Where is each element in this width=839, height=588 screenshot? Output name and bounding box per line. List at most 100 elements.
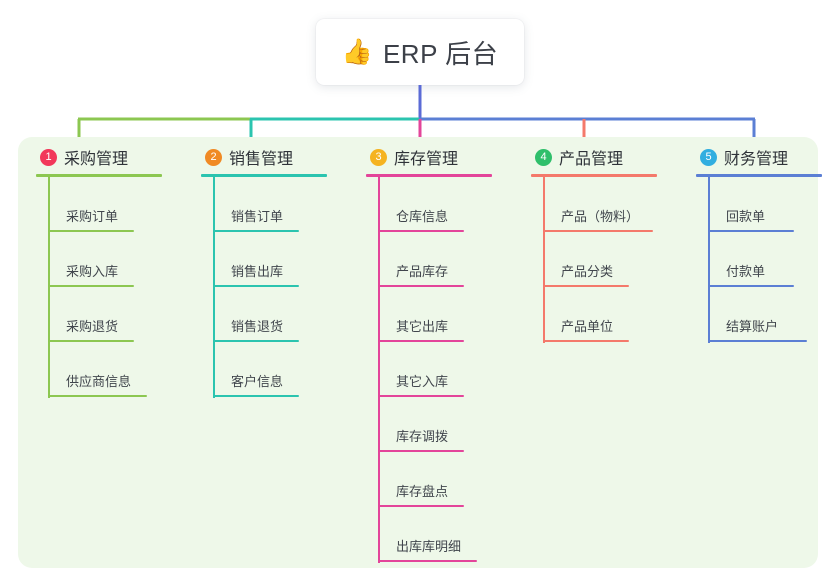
leaf-item[interactable]: 库存盘点 xyxy=(366,452,531,507)
leaf-underline xyxy=(708,285,794,287)
leaf-list-5: 回款单 付款单 结算账户 xyxy=(696,177,839,343)
leaf-label: 库存盘点 xyxy=(396,484,449,499)
branch-underline-5 xyxy=(696,174,822,177)
branch-title-4: 产品管理 xyxy=(559,151,624,168)
leaf-label: 付款单 xyxy=(726,264,766,279)
leaf-item[interactable]: 产品分类 xyxy=(531,232,696,287)
leaf-underline xyxy=(378,450,464,452)
leaf-label: 回款单 xyxy=(726,209,766,224)
branch-underline-4 xyxy=(531,174,657,177)
leaf-item[interactable]: 回款单 xyxy=(696,177,839,232)
leaf-spine-1 xyxy=(48,177,50,398)
branch-title-1: 采购管理 xyxy=(64,151,129,168)
leaf-label: 其它入库 xyxy=(396,374,449,389)
leaf-item[interactable]: 付款单 xyxy=(696,232,839,287)
branch-header-5[interactable]: 5 财务管理 xyxy=(696,137,839,177)
leaf-label: 产品单位 xyxy=(561,319,614,334)
leaf-underline xyxy=(213,340,299,342)
branch-title-2: 销售管理 xyxy=(229,151,294,168)
leaf-label: 仓库信息 xyxy=(396,209,449,224)
leaf-underline xyxy=(213,395,299,397)
leaf-label: 产品（物料） xyxy=(561,209,640,224)
branch-column-5: 5 财务管理 回款单 付款单 结算账户 xyxy=(696,137,839,343)
leaf-underline xyxy=(213,285,299,287)
leaf-underline xyxy=(378,395,464,397)
leaf-underline xyxy=(378,285,464,287)
leaf-label: 采购退货 xyxy=(66,319,119,334)
branch-header-4[interactable]: 4 产品管理 xyxy=(531,137,696,177)
leaf-underline xyxy=(48,395,147,397)
branch-underline-2 xyxy=(201,174,327,177)
leaf-label: 产品库存 xyxy=(396,264,449,279)
branch-column-2: 2 销售管理 销售订单 销售出库 销售退货 客户 xyxy=(201,137,366,398)
branch-badge-4: 4 xyxy=(535,148,552,166)
leaf-item[interactable]: 销售订单 xyxy=(201,177,366,232)
branch-title-3: 库存管理 xyxy=(394,151,459,168)
leaf-item[interactable]: 其它出库 xyxy=(366,287,531,342)
leaf-list-3: 仓库信息 产品库存 其它出库 其它入库 库存调拨 xyxy=(366,177,531,563)
leaf-item[interactable]: 采购退货 xyxy=(36,287,201,342)
leaf-underline xyxy=(378,340,464,342)
leaf-underline xyxy=(378,505,464,507)
leaf-spine-5 xyxy=(708,177,710,343)
leaf-item[interactable]: 出库库明细 xyxy=(366,507,531,562)
leaf-underline xyxy=(543,285,629,287)
leaf-item[interactable]: 产品单位 xyxy=(531,287,696,342)
leaf-underline xyxy=(378,560,477,562)
leaf-item[interactable]: 销售退货 xyxy=(201,287,366,342)
leaf-item[interactable]: 仓库信息 xyxy=(366,177,531,232)
branch-panel-background xyxy=(18,137,818,568)
leaf-item[interactable]: 供应商信息 xyxy=(36,342,201,397)
leaf-item[interactable]: 客户信息 xyxy=(201,342,366,397)
leaf-label: 销售订单 xyxy=(231,209,284,224)
root-node[interactable]: 👍 ERP 后台 xyxy=(316,19,524,85)
leaf-item[interactable]: 结算账户 xyxy=(696,287,839,342)
leaf-underline xyxy=(543,230,653,232)
leaf-item[interactable]: 产品（物料） xyxy=(531,177,696,232)
branch-header-3[interactable]: 3 库存管理 xyxy=(366,137,531,177)
leaf-label: 产品分类 xyxy=(561,264,614,279)
leaf-item[interactable]: 销售出库 xyxy=(201,232,366,287)
leaf-underline xyxy=(708,230,794,232)
branch-badge-3: 3 xyxy=(370,148,387,166)
leaf-spine-4 xyxy=(543,177,545,343)
branch-header-1[interactable]: 1 采购管理 xyxy=(36,137,201,177)
leaf-item[interactable]: 库存调拨 xyxy=(366,397,531,452)
leaf-underline xyxy=(213,230,299,232)
leaf-underline xyxy=(378,230,464,232)
branch-badge-1: 1 xyxy=(40,148,57,166)
leaf-label: 采购订单 xyxy=(66,209,119,224)
leaf-item[interactable]: 其它入库 xyxy=(366,342,531,397)
branch-column-4: 4 产品管理 产品（物料） 产品分类 产品单位 xyxy=(531,137,696,343)
branch-column-1: 1 采购管理 采购订单 采购入库 采购退货 供应 xyxy=(36,137,201,398)
branch-header-2[interactable]: 2 销售管理 xyxy=(201,137,366,177)
leaf-label: 销售出库 xyxy=(231,264,284,279)
leaf-label: 供应商信息 xyxy=(66,374,132,389)
thumbs-up-icon: 👍 xyxy=(341,37,373,66)
leaf-label: 客户信息 xyxy=(231,374,284,389)
leaf-label: 库存调拨 xyxy=(396,429,449,444)
leaf-item[interactable]: 采购入库 xyxy=(36,232,201,287)
leaf-underline xyxy=(48,230,134,232)
branch-columns: 1 采购管理 采购订单 采购入库 采购退货 供应 xyxy=(18,137,822,568)
leaf-spine-2 xyxy=(213,177,215,398)
leaf-underline xyxy=(48,340,134,342)
leaf-label: 其它出库 xyxy=(396,319,449,334)
leaf-list-1: 采购订单 采购入库 采购退货 供应商信息 xyxy=(36,177,201,398)
leaf-underline xyxy=(543,340,629,342)
branch-badge-5: 5 xyxy=(700,148,717,166)
leaf-label: 销售退货 xyxy=(231,319,284,334)
leaf-label: 结算账户 xyxy=(726,319,779,334)
leaf-list-4: 产品（物料） 产品分类 产品单位 xyxy=(531,177,696,343)
root-node-label: ERP 后台 xyxy=(382,38,499,69)
leaf-item[interactable]: 采购订单 xyxy=(36,177,201,232)
branch-underline-3 xyxy=(366,174,492,177)
leaf-list-2: 销售订单 销售出库 销售退货 客户信息 xyxy=(201,177,366,398)
leaf-item[interactable]: 产品库存 xyxy=(366,232,531,287)
branch-badge-2: 2 xyxy=(205,148,222,166)
branch-title-5: 财务管理 xyxy=(724,151,789,168)
leaf-label: 采购入库 xyxy=(66,264,119,279)
leaf-spine-3 xyxy=(378,177,380,563)
branch-underline-1 xyxy=(36,174,162,177)
